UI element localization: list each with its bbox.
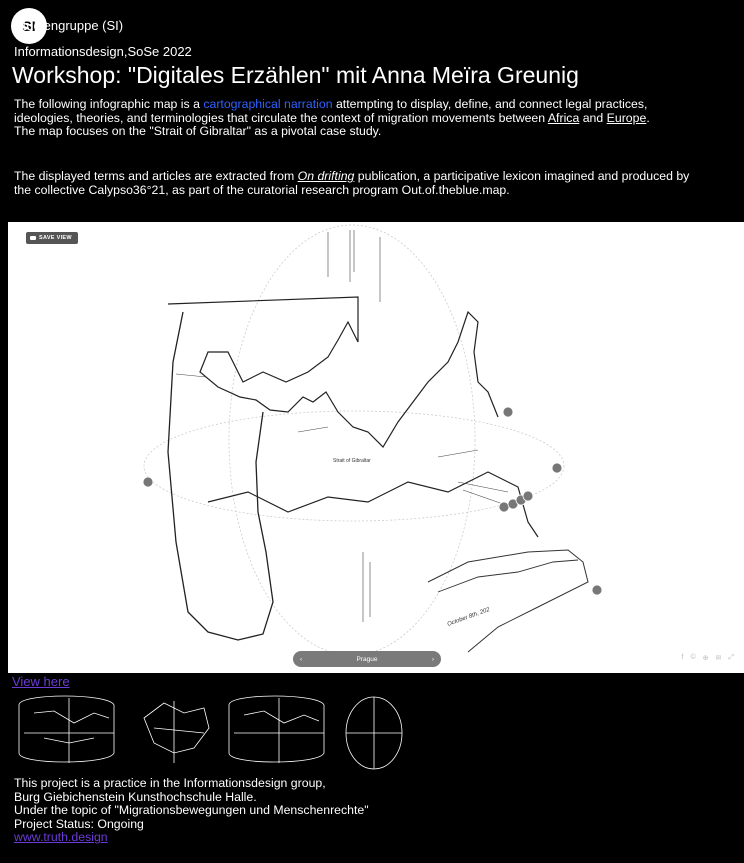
footer: This project is a practice in the Inform… [14, 776, 369, 845]
embed-icon[interactable]: ✉ [715, 655, 722, 662]
source-paragraph: The displayed terms and articles are ext… [14, 169, 704, 197]
coastline-strip [427, 549, 589, 653]
logo[interactable]: SI [11, 8, 47, 44]
coastline-strip-inner [437, 559, 579, 593]
map-marker[interactable] [502, 406, 514, 418]
cartographical-narration-link[interactable]: cartographical narration [203, 97, 333, 111]
save-view-button[interactable]: SAVE VIEW [26, 232, 78, 244]
intro-text: attempting to display, define, and conne… [14, 97, 648, 125]
thumbnail-strip [18, 695, 403, 770]
logo-text: SI [22, 18, 36, 34]
intro-text: . [646, 110, 650, 125]
prev-location-button[interactable]: ‹ [300, 655, 303, 663]
horizontal-orbit [143, 410, 565, 522]
next-location-button[interactable]: › [431, 655, 434, 663]
coastline-europe [167, 296, 499, 448]
current-location-label: Prague [356, 655, 378, 663]
fullscreen-icon[interactable]: ⤢ [728, 654, 734, 661]
intro-text: The map focuses on the "Strait of Gibral… [14, 124, 382, 138]
map-marker[interactable] [591, 584, 603, 596]
page-title: Workshop: "Digitales Erzählen" mit Anna … [12, 62, 579, 88]
intro-text: and [579, 110, 607, 125]
view-here-link[interactable]: View here [12, 674, 70, 689]
location-navigator: ‹ Prague › [293, 651, 441, 667]
thumbnail-2[interactable] [143, 701, 210, 763]
interactive-map[interactable]: Strait of Gibraltar October 8th, 202 SAV… [8, 222, 744, 673]
intro-paragraph: The following infographic map is a carto… [14, 97, 704, 139]
coastline-loop [167, 311, 274, 641]
twitter-icon[interactable]: © [690, 654, 696, 661]
map-drawing[interactable]: Strait of Gibraltar October 8th, 202 [8, 222, 744, 673]
camera-icon [30, 236, 36, 240]
thumbnail-4[interactable] [345, 696, 403, 770]
save-view-label: SAVE VIEW [39, 235, 72, 241]
map-marker[interactable] [142, 476, 154, 488]
source-text: The displayed terms and articles are ext… [14, 169, 298, 183]
footer-line: This project is a practice in the Inform… [14, 776, 326, 790]
footer-line: Under the topic of "Migrationsbewegungen… [14, 803, 369, 818]
intro-text: The following infographic map is a [14, 97, 204, 111]
thumbnail-1[interactable] [18, 695, 115, 763]
source-text: publication, a participative lexicon ima… [14, 169, 690, 197]
group-name: Studiengruppe (SI) [14, 18, 124, 33]
map-toolbar: f © ⊕ ✉ ⤢ [682, 654, 734, 662]
map-annotations [175, 230, 509, 622]
facebook-icon[interactable]: f [681, 654, 684, 661]
map-label-strait: Strait of Gibraltar [333, 458, 371, 464]
website-link[interactable]: www.truth.design [14, 830, 108, 845]
map-marker[interactable] [551, 462, 563, 474]
project-status: Project Status: Ongoing [14, 816, 144, 831]
vertical-orbit [228, 224, 476, 656]
thumbnail-3[interactable] [228, 695, 325, 763]
africa-link[interactable]: Africa [547, 110, 580, 125]
map-label-date: October 8th, 202 [447, 607, 492, 628]
share-icon[interactable]: ⊕ [702, 655, 709, 662]
header: SI Studiengruppe (SI) Informationsdesign… [0, 0, 744, 220]
map-marker[interactable] [522, 490, 534, 502]
footer-line: Burg Giebichenstein Kunsthochschule Hall… [14, 789, 257, 804]
course-name: Informationsdesign,SoSe 2022 [14, 44, 192, 59]
on-drifting-link[interactable]: On drifting [297, 169, 355, 183]
europe-link[interactable]: Europe [606, 110, 647, 125]
map-marker[interactable] [498, 501, 510, 513]
